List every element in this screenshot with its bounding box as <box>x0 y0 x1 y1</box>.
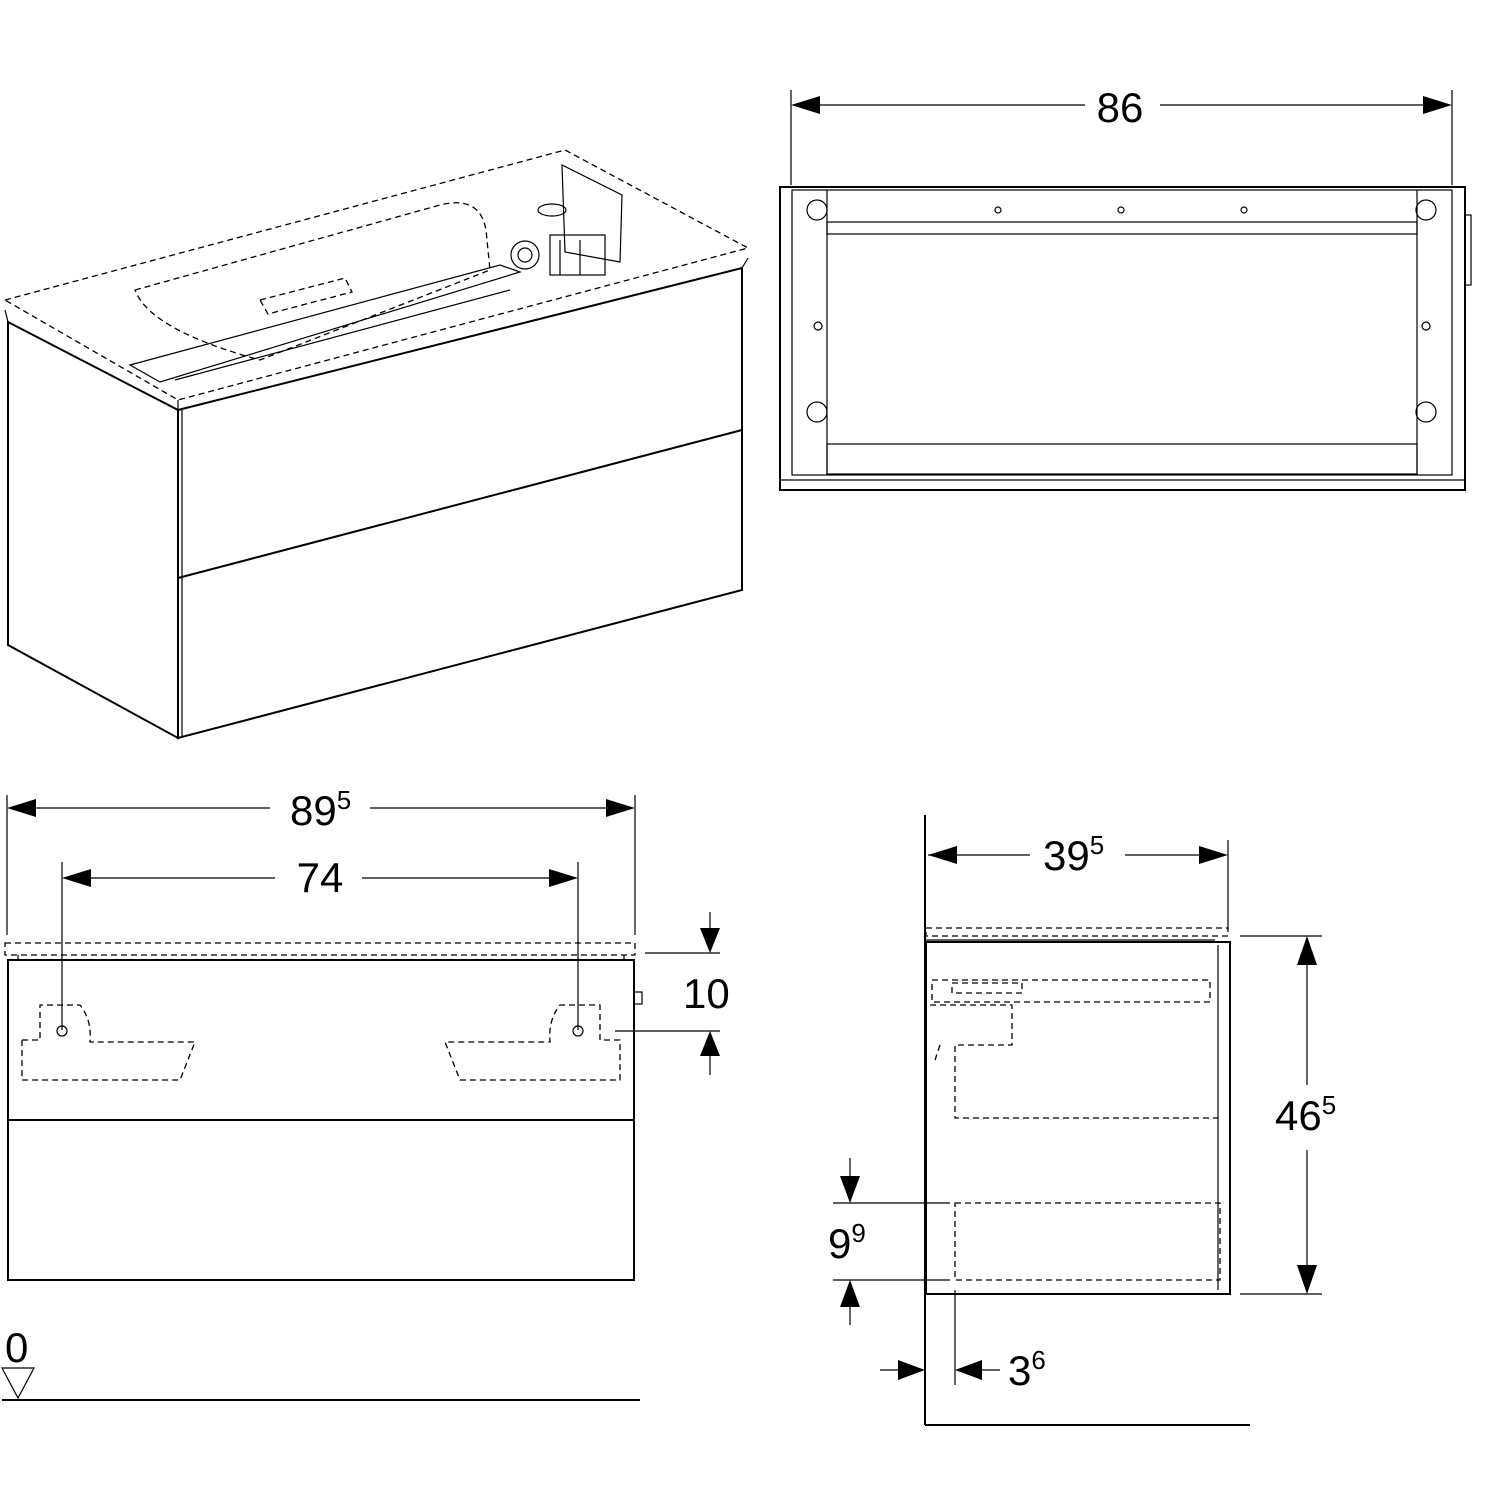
dim-front-width: 895 <box>290 785 351 834</box>
top-view: 86 <box>779 84 1472 491</box>
dim-top-width: 86 <box>1097 84 1144 131</box>
dim-depth: 395 <box>1043 830 1104 879</box>
dim-mount-spacing: 74 <box>297 854 344 901</box>
dim-height: 465 <box>1275 1090 1336 1139</box>
side-view: 395 465 99 36 <box>828 815 1336 1426</box>
floor-level-marker <box>1 1367 35 1400</box>
front-view: 895 74 10 0 <box>1 785 730 1401</box>
dim-drawer-offset: 99 <box>828 1218 866 1267</box>
dim-wall-gap: 36 <box>1008 1345 1046 1394</box>
floor-level-label: 0 <box>5 1324 28 1371</box>
isometric-view <box>3 149 750 740</box>
dim-mount-height: 10 <box>683 970 730 1017</box>
